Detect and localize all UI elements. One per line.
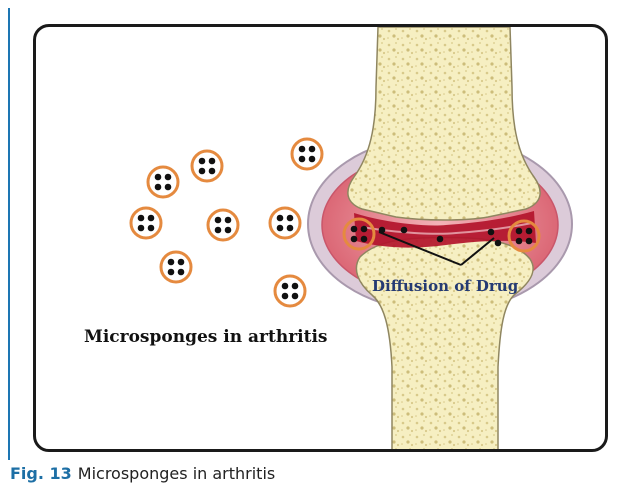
microsponge-4: [131, 208, 161, 238]
free-microsponges: [131, 139, 322, 306]
microsponge-6: [270, 208, 300, 238]
figure-panel: Microsponges in arthritis Diffusion of D…: [33, 24, 608, 452]
figure-caption: Fig. 13 Microsponges in arthritis: [10, 464, 275, 483]
microsponge-3: [292, 139, 322, 169]
figure-illustration: [36, 27, 608, 452]
diagram-label: Microsponges in arthritis: [84, 327, 328, 347]
frame-left-rule: [8, 8, 10, 460]
caption-text: Microsponges in arthritis: [78, 464, 275, 483]
microsponge-2: [192, 151, 222, 181]
caption-label: Fig. 13: [10, 464, 72, 483]
diffusion-label: Diffusion of Drug: [372, 277, 518, 295]
microsponge-1: [148, 167, 178, 197]
upper-bone: [348, 27, 540, 220]
microsponge-8: [275, 276, 305, 306]
microsponge-7: [161, 252, 191, 282]
lower-bone: [356, 238, 533, 453]
microsponge-5: [208, 210, 238, 240]
